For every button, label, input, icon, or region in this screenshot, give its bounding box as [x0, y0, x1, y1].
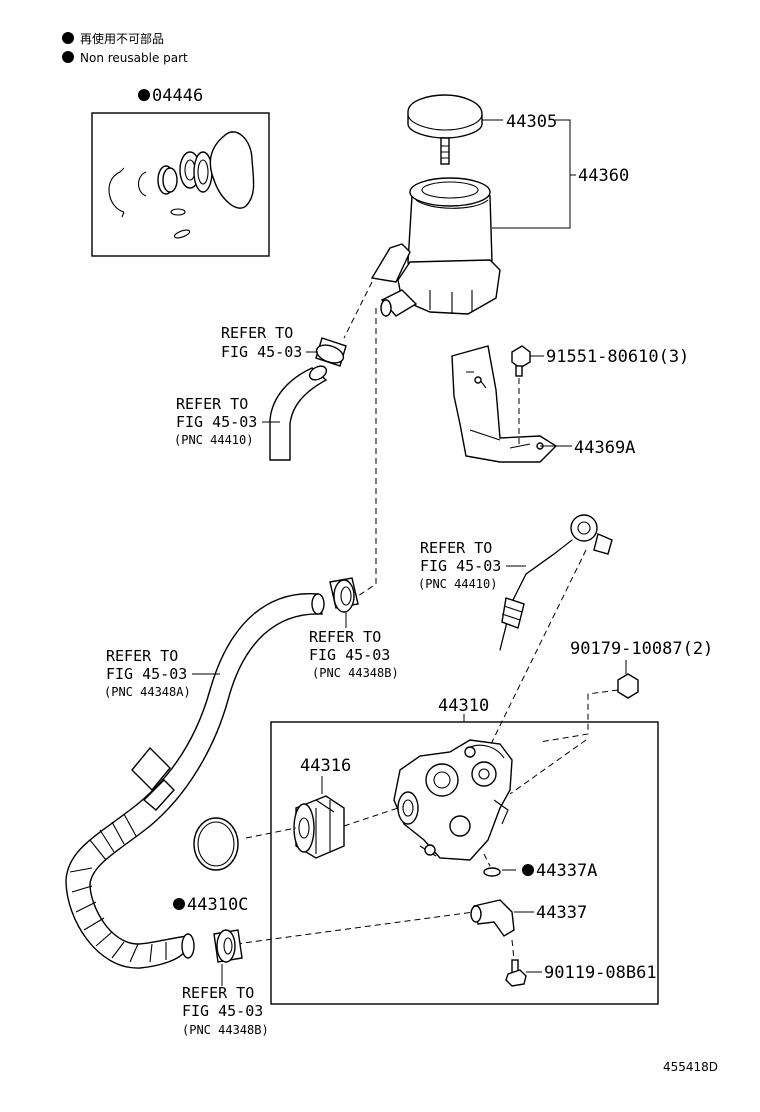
non-reusable-dot-icon	[62, 32, 74, 44]
seal-kit-box	[91, 112, 270, 257]
ref-line1: REFER TO	[420, 539, 492, 557]
non-reusable-dot-icon	[62, 51, 74, 63]
ref-pnc: (PNC 44410)	[174, 433, 253, 447]
part-label-44369A[interactable]: 44369A	[574, 438, 635, 458]
ref-line1: REFER TO	[176, 395, 248, 413]
ref-line2: FIG 45-03	[176, 413, 257, 431]
pulley-44316	[293, 795, 345, 859]
legend: 再使用不可部品 Non reusable part	[62, 31, 188, 65]
non-reusable-dot-icon	[173, 898, 185, 910]
part-label-44360[interactable]: 44360	[578, 166, 629, 186]
ref-line1: REFER TO	[221, 324, 293, 342]
ref-pnc: (PNC 44348B)	[182, 1023, 269, 1037]
part-label-44337A[interactable]: 44337A	[536, 861, 597, 881]
pressure-tube	[499, 514, 613, 651]
bracket-leader-44360	[492, 119, 571, 229]
power-steering-pump	[393, 739, 513, 861]
o-ring-44310C	[193, 817, 239, 871]
ref-line2: FIG 45-03	[106, 665, 187, 683]
pump-assembly-box	[270, 721, 659, 1005]
part-label-44305[interactable]: 44305	[506, 112, 557, 132]
legend-english: Non reusable part	[80, 51, 188, 65]
diagram-code: 455418D	[663, 1060, 718, 1074]
suction-hose	[65, 592, 325, 969]
ref-line1: REFER TO	[309, 628, 381, 646]
part-label-04446[interactable]: 04446	[152, 86, 203, 106]
ref-line1: REFER TO	[182, 984, 254, 1002]
hose-clamp-upper	[315, 337, 347, 367]
bolt-90119	[505, 959, 527, 987]
nut-90179	[617, 673, 639, 699]
hose-clamp-44348B-upper	[329, 577, 359, 613]
union-44337	[470, 899, 515, 937]
ref-pnc: (PNC 44410)	[418, 577, 497, 591]
part-label-44310C[interactable]: 44310C	[187, 895, 248, 915]
seal-kit-parts-illustration	[108, 131, 255, 239]
part-label-44337[interactable]: 44337	[536, 903, 587, 923]
return-hose-upper	[269, 367, 328, 461]
seal-kit-group: 04446	[91, 86, 270, 257]
part-label-91551-80610[interactable]: 91551-80610(3)	[546, 347, 689, 367]
ref-line2: FIG 45-03	[221, 343, 302, 361]
reservoir-assembly	[370, 94, 501, 317]
non-reusable-dot-icon	[522, 864, 534, 876]
ref-pnc: (PNC 44348B)	[312, 666, 399, 680]
o-ring-44337A	[483, 867, 501, 877]
non-reusable-dot-icon	[138, 89, 150, 101]
part-label-44316[interactable]: 44316	[300, 756, 351, 776]
legend-japanese: 再使用不可部品	[80, 31, 164, 46]
ref-line1: REFER TO	[106, 647, 178, 665]
ref-line2: FIG 45-03	[182, 1002, 263, 1020]
part-label-90179-10087[interactable]: 90179-10087(2)	[570, 639, 713, 659]
hose-clamp-44348B-lower	[213, 929, 243, 963]
ref-line2: FIG 45-03	[420, 557, 501, 575]
part-label-44310[interactable]: 44310	[438, 696, 489, 716]
ref-pnc: (PNC 44348A)	[104, 685, 191, 699]
bracket-44369A	[451, 345, 558, 463]
ref-line2: FIG 45-03	[309, 646, 390, 664]
part-label-90119-08B61[interactable]: 90119-08B61	[544, 963, 657, 983]
